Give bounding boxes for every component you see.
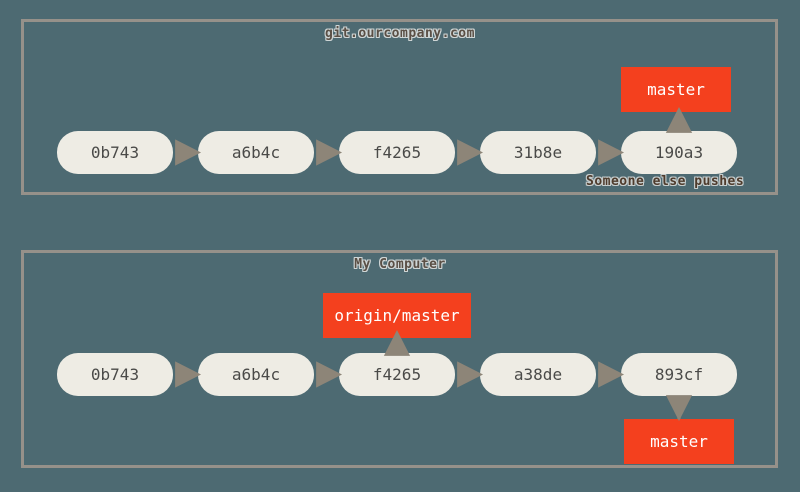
panel-local-repository [21,250,778,468]
commit-node-local-893cf[interactable]: 893cf [621,353,737,396]
commit-node-remote-a6b4c[interactable]: a6b4c [198,131,314,174]
branch-label-remote-master[interactable]: master [621,67,731,112]
branch-label-local-master[interactable]: master [624,419,734,464]
commit-node-local-a6b4c[interactable]: a6b4c [198,353,314,396]
annotation-someone-else-pushes: Someone else pushes [586,174,745,189]
panel-local-title: My Computer [354,257,446,272]
panel-remote-repository [21,19,778,195]
panel-remote-title: git.ourcompany.com [325,26,475,41]
commit-node-local-f4265[interactable]: f4265 [339,353,455,396]
commit-node-remote-0b743[interactable]: 0b743 [57,131,173,174]
branch-label-local-origin-master[interactable]: origin/master [323,293,471,338]
commit-node-remote-31b8e[interactable]: 31b8e [480,131,596,174]
commit-node-remote-f4265[interactable]: f4265 [339,131,455,174]
commit-node-local-a38de[interactable]: a38de [480,353,596,396]
commit-node-remote-190a3[interactable]: 190a3 [621,131,737,174]
commit-node-local-0b743[interactable]: 0b743 [57,353,173,396]
